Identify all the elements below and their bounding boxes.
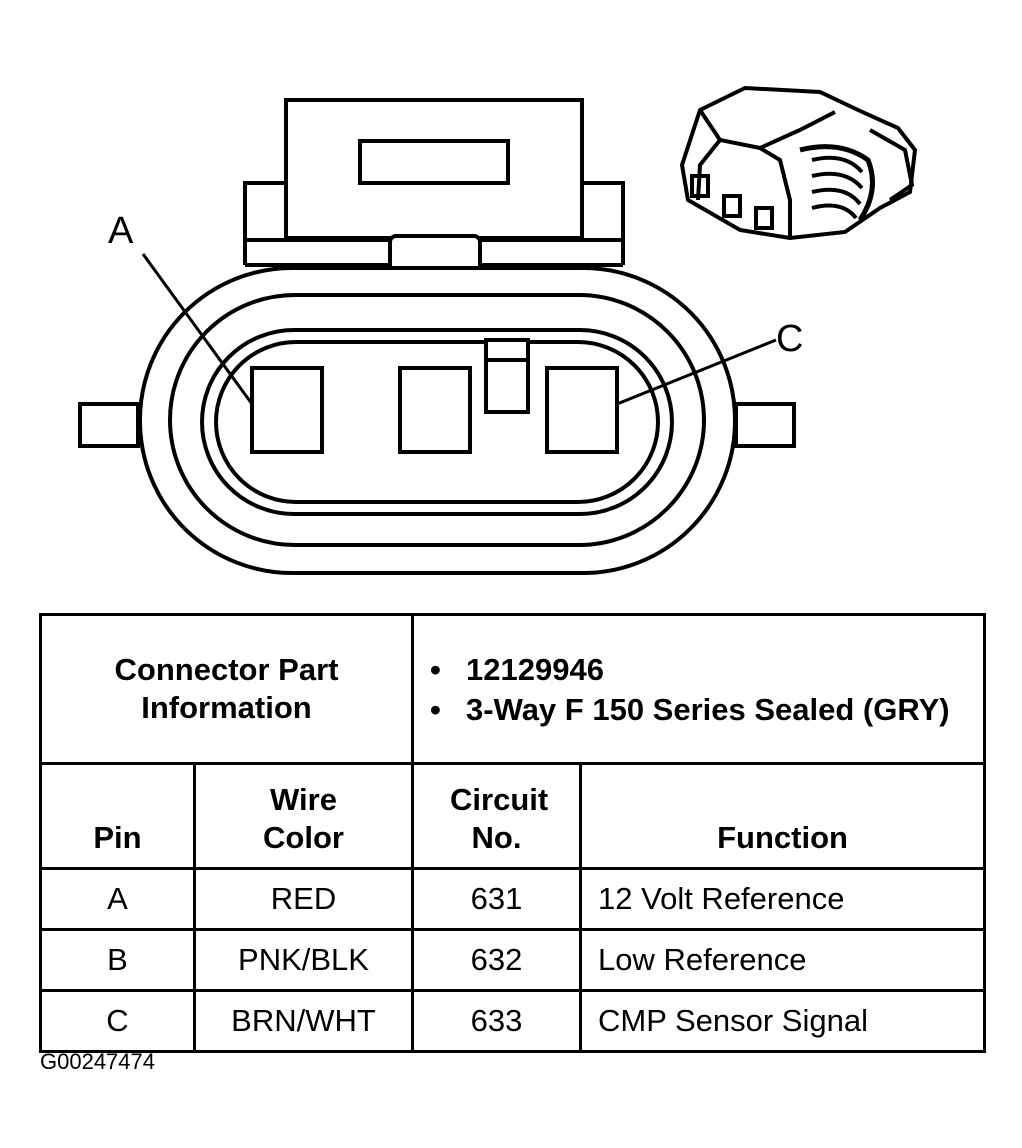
pin-cell: C	[39, 989, 196, 1053]
connector-isometric-view	[679, 85, 918, 241]
function-cell: Low Reference	[579, 928, 987, 992]
table-row: B PNK/BLK 632 Low Reference	[39, 928, 987, 992]
table-row: C BRN/WHT 633 CMP Sensor Signal	[39, 989, 987, 1053]
connector-part-details: 12129946 3-Way F 150 Series Sealed (GRY)	[411, 613, 987, 765]
connector-face-diagram	[78, 85, 918, 575]
table-header-row: Pin Wire Color Circuit No. Function	[39, 762, 987, 870]
key-slot	[484, 338, 530, 414]
function-cell: CMP Sensor Signal	[579, 989, 987, 1053]
wire-color-cell: BRN/WHT	[192, 989, 415, 1053]
locking-tab	[243, 98, 625, 274]
pin-c-callout: C	[776, 318, 804, 360]
part-description: 3-Way F 150 Series Sealed (GRY)	[430, 690, 983, 730]
pin-a-leader	[141, 253, 254, 405]
seal-ring-outer	[200, 328, 674, 516]
connector-part-label: Connector Part Information	[38, 613, 415, 765]
pin-a-callout: A	[108, 210, 134, 252]
wire-color-cell: RED	[192, 867, 415, 931]
pin-c-leader	[616, 338, 777, 406]
middle-shell	[168, 293, 706, 547]
figure-id: G00247474	[40, 1049, 155, 1074]
wire-color-cell: PNK/BLK	[192, 928, 415, 992]
cavity-a	[250, 366, 324, 454]
header-wire-color: Wire Color	[192, 762, 415, 870]
seal-ring-inner	[214, 340, 660, 504]
pin-cell: B	[39, 928, 196, 992]
left-mounting-ear	[78, 402, 140, 448]
table-row: A RED 631 12 Volt Reference	[39, 867, 987, 931]
header-circuit-no: Circuit No.	[411, 762, 583, 870]
header-function: Function	[579, 762, 987, 870]
part-number: 12129946	[430, 650, 983, 690]
circuit-no-cell: 632	[411, 928, 583, 992]
cavity-b	[398, 366, 472, 454]
circuit-no-cell: 631	[411, 867, 583, 931]
cavity-c	[545, 366, 619, 454]
connector-part-row: Connector Part Information 12129946 3-Wa…	[38, 613, 987, 765]
header-pin: Pin	[39, 762, 196, 870]
right-mounting-ear	[734, 402, 796, 448]
circuit-no-cell: 633	[411, 989, 583, 1053]
function-cell: 12 Volt Reference	[579, 867, 987, 931]
connector-info-table: Connector Part Information 12129946 3-Wa…	[38, 613, 987, 1053]
pin-cell: A	[39, 867, 196, 931]
